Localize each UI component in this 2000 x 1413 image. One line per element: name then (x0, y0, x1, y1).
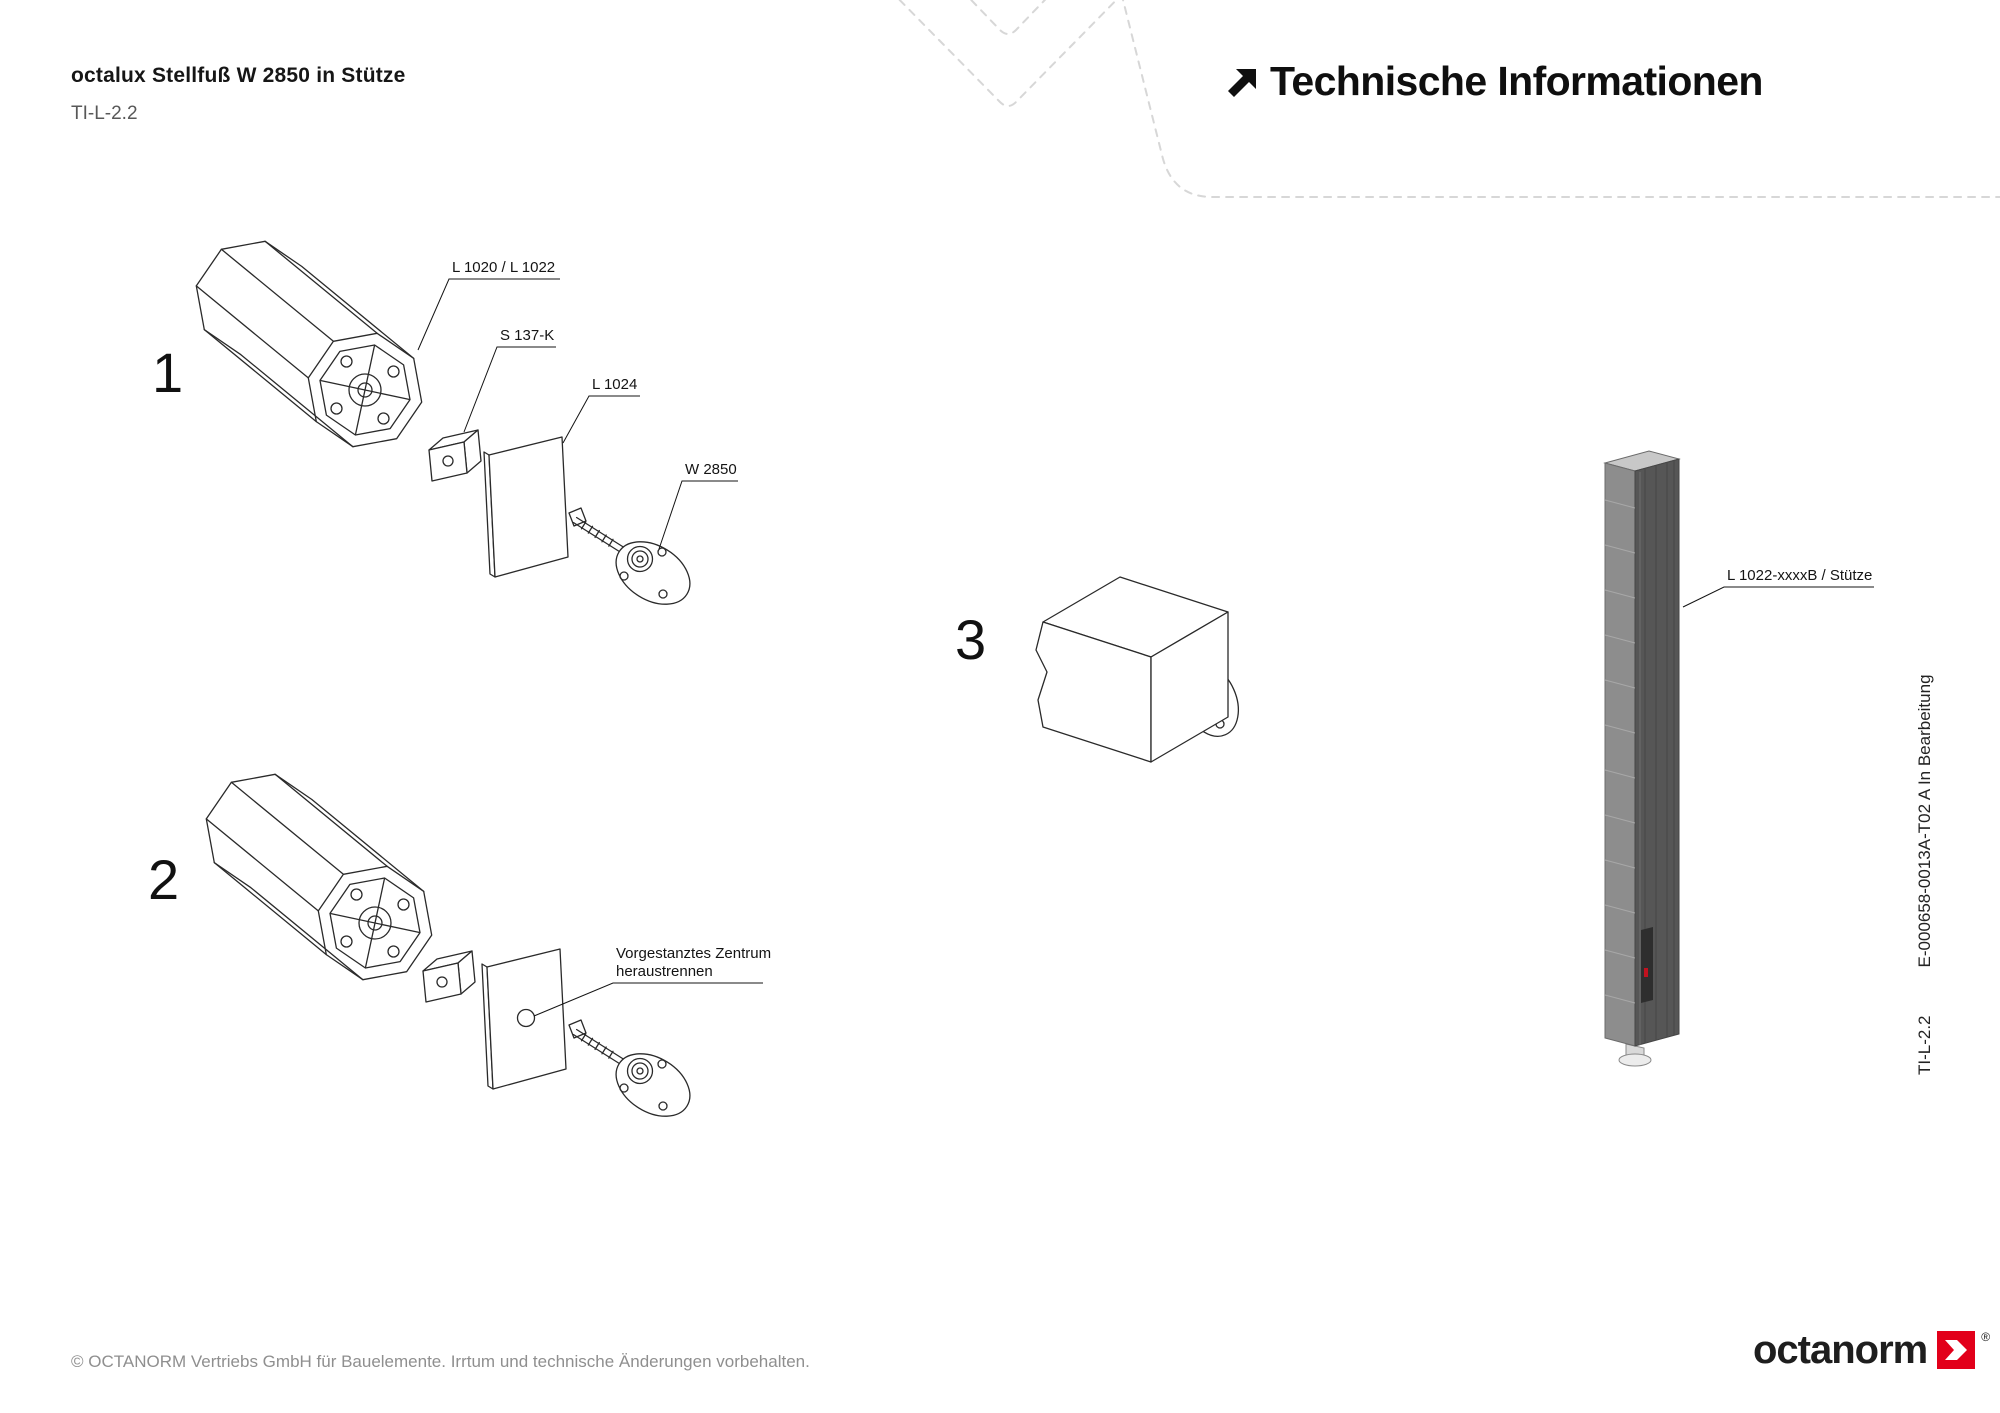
step-2-drawing: Vorgestanztes Zentrum heraustrennen (205, 773, 771, 1130)
step-3-number: 3 (955, 608, 987, 671)
support-column-drawing: L 1022-xxxxB / Stütze (1603, 450, 1874, 1067)
pre-punched-center-hole (516, 1008, 536, 1028)
brand-logo: octanorm ® (1753, 1330, 1990, 1370)
connector-block-drawing (428, 429, 482, 482)
doc-code: TI-L-2.2 (71, 103, 138, 124)
step-2-number: 2 (148, 848, 180, 911)
decorative-dashed-arrows (898, 0, 2000, 198)
doc-title: octalux Stellfuß W 2850 in Stütze (71, 64, 406, 87)
section-title: Technische Informationen (1270, 58, 1763, 104)
leader-line-column (1682, 586, 1874, 608)
revision-doc-code: TI-L-2.2 (1915, 1015, 1934, 1075)
section-title-bar: Technische Informationen (1224, 58, 1763, 105)
plate-drawing (483, 436, 569, 578)
brand-wordmark: octanorm (1753, 1328, 1928, 1372)
note-line-2: heraustrennen (616, 963, 713, 980)
octanorm-logo-icon (1937, 1331, 1976, 1369)
profile-drawing (195, 240, 423, 448)
northeast-arrow-icon (1228, 68, 1256, 97)
foot-drawing (568, 507, 702, 618)
note-line-1: Vorgestanztes Zentrum (616, 945, 771, 962)
registered-trademark: ® (1981, 1330, 1991, 1344)
label-column: L 1022-xxxxB / Stütze (1727, 567, 1872, 584)
leader-line-connector (463, 346, 556, 433)
leader-line-note (533, 982, 763, 1017)
revision-id: E-000658-0013A-T02 A In Bearbeitung (1915, 674, 1934, 968)
step-3-drawing (1035, 576, 1239, 763)
label-foot: W 2850 (685, 461, 737, 478)
step-1-drawing: L 1020 / L 1022 S 137-K L 1024 W 2850 (195, 240, 738, 618)
label-connector: S 137-K (500, 327, 554, 344)
foot-drawing (568, 1019, 702, 1130)
leader-line-plate (562, 395, 640, 444)
label-profile: L 1020 / L 1022 (452, 259, 555, 276)
leader-line-profile (417, 278, 560, 351)
revision-note: TI-L-2.2 E-000658-0013A-T02 A In Bearbei… (1911, 645, 1939, 1075)
plate-drawing (481, 948, 567, 1090)
profile-drawing (205, 773, 433, 981)
leader-line-foot (658, 480, 738, 550)
copyright-text: © OCTANORM Vertriebs GmbH für Bauelement… (71, 1352, 810, 1371)
label-plate: L 1024 (592, 376, 637, 393)
step-1-number: 1 (152, 341, 184, 404)
connector-block-drawing (422, 950, 476, 1003)
